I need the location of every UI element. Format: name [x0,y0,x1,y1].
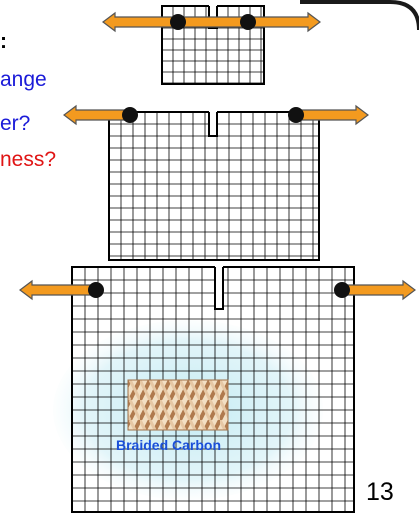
question-line-1: ange [0,68,47,92]
braided-carbon-label: Braided Carbon [116,437,221,453]
grip-dot-icon [170,14,186,30]
grip-dot-icon [288,107,304,123]
grip-dot-icon [334,282,350,298]
page-number: 13 [366,478,394,507]
notch-gap [215,266,223,308]
slide-frame [300,2,419,30]
medium-specimen [109,111,319,260]
braided-carbon-sample [128,380,228,430]
grip-dot-icon [240,14,256,30]
grip-dot-icon [122,107,138,123]
grip-dot-icon [88,282,104,298]
question-heading: : [0,30,7,54]
question-line-2: er? [0,112,30,136]
notch-gap [209,111,217,135]
question-line-3: ness? [0,148,56,172]
